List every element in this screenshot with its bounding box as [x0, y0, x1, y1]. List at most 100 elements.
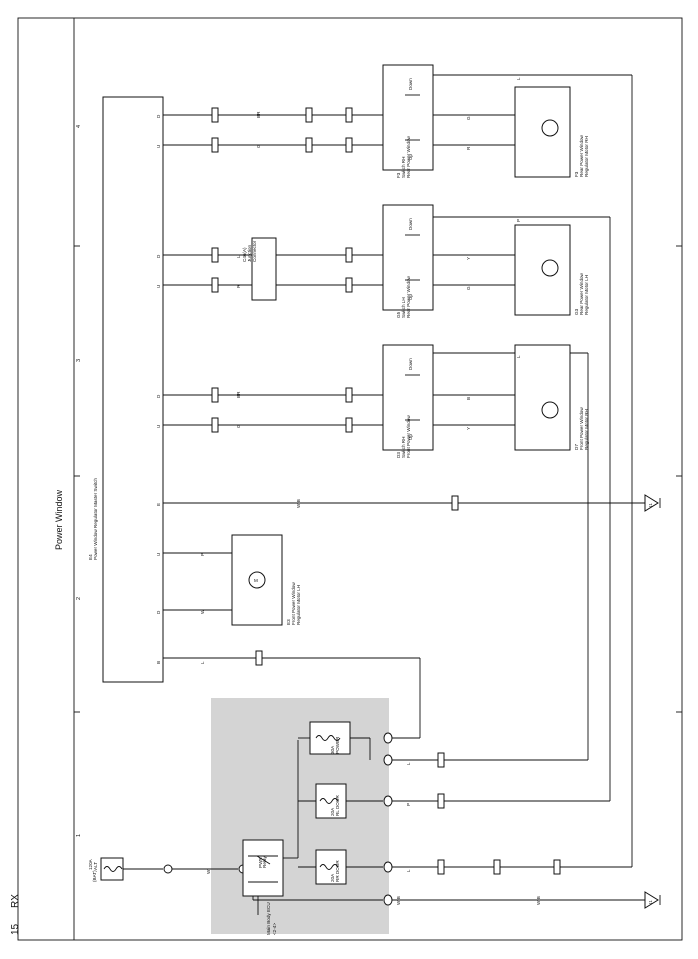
- svg-text:L: L: [406, 869, 411, 872]
- relay-block: [211, 698, 389, 934]
- svg-text:Up: Up: [408, 294, 413, 300]
- svg-text:G: G: [236, 424, 241, 428]
- svg-text:U: U: [156, 145, 161, 148]
- svg-text:20A: 20A: [330, 807, 335, 816]
- svg-text:B: B: [156, 661, 161, 664]
- svg-text:F3: F3: [396, 172, 401, 178]
- svg-text:L: L: [200, 661, 205, 664]
- svg-text:W-B: W-B: [396, 896, 401, 905]
- relay-sub: Relay: [262, 856, 267, 868]
- svg-text:Rear Power Window: Rear Power Window: [406, 275, 411, 318]
- ground-bottom: [644, 891, 659, 909]
- svg-text:Rear Power Window: Rear Power Window: [406, 135, 411, 178]
- svg-text:Front Power Window: Front Power Window: [579, 407, 584, 450]
- svg-text:L: L: [516, 77, 521, 80]
- svg-text:Up: Up: [408, 434, 413, 440]
- svg-text:Switch RH: Switch RH: [401, 157, 406, 178]
- front-motor-rh: [514, 344, 571, 451]
- svg-text:P: P: [200, 553, 205, 556]
- page-number: 15: [10, 923, 21, 935]
- ground-top: [644, 494, 659, 512]
- svg-text:D3: D3: [396, 452, 401, 458]
- svg-text:G5: G5: [396, 311, 401, 318]
- svg-text:C46(A): C46(A): [242, 247, 247, 262]
- svg-text:E3: E3: [286, 619, 291, 625]
- svg-text:D: D: [156, 610, 161, 614]
- svg-text:Down: Down: [408, 78, 413, 90]
- svg-text:Switch RH: Switch RH: [401, 437, 406, 458]
- pwr-relay: [242, 839, 284, 897]
- svg-text:I1: I1: [648, 900, 653, 904]
- svg-text:Down: Down: [408, 358, 413, 370]
- svg-text:G: G: [466, 286, 471, 290]
- svg-text:B: B: [466, 397, 471, 400]
- fuse-power: [309, 721, 351, 755]
- svg-text:Y: Y: [466, 427, 471, 430]
- master-switch-code: E4: [88, 554, 93, 560]
- svg-text:D: D: [156, 114, 161, 118]
- fuse-connector-1: [163, 864, 173, 874]
- svg-text:Regulator Motor RH: Regulator Motor RH: [584, 409, 589, 450]
- svg-text:RL DOOR: RL DOOR: [335, 795, 340, 816]
- svg-text:Rear Power Window: Rear Power Window: [579, 272, 584, 315]
- svg-text:E: E: [156, 503, 161, 506]
- svg-text:Connector: Connector: [252, 240, 257, 262]
- front-switch-rh: [382, 344, 434, 451]
- column-2: 2: [76, 597, 82, 600]
- svg-text:F3: F3: [574, 171, 579, 177]
- svg-text:G: G: [256, 144, 261, 148]
- ecu-label: Main Body ECU: [266, 902, 271, 935]
- svg-text:L: L: [516, 355, 521, 358]
- svg-text:RR DOOR: RR DOOR: [335, 860, 340, 882]
- svg-text:U: U: [156, 425, 161, 428]
- column-4: 4: [76, 125, 82, 128]
- svg-text:20A: 20A: [330, 873, 335, 882]
- svg-text:Front Power Window: Front Power Window: [406, 415, 411, 458]
- junction-connector: [251, 237, 277, 301]
- svg-text:U: U: [156, 285, 161, 288]
- column-1: 1: [76, 834, 82, 837]
- svg-text:P: P: [516, 219, 521, 222]
- svg-text:30A: 30A: [330, 745, 335, 754]
- alt-name: ALT: [93, 862, 98, 870]
- svg-text:Junction: Junction: [247, 244, 252, 262]
- svg-text:G: G: [466, 116, 471, 120]
- svg-text:U: U: [156, 553, 161, 556]
- svg-text:Y: Y: [466, 257, 471, 260]
- svg-text:W-B: W-B: [296, 499, 301, 508]
- rear-switch-rh: [382, 64, 434, 171]
- svg-text:R: R: [236, 284, 241, 288]
- rear-switch-lh: [382, 204, 434, 311]
- svg-text:W-B: W-B: [536, 896, 541, 905]
- svg-text:W: W: [206, 869, 211, 874]
- svg-text:Switch LH: Switch LH: [401, 297, 406, 318]
- svg-text:D: D: [156, 394, 161, 398]
- ecu-ref: <2-4>: [272, 923, 277, 935]
- svg-text:D7: D7: [574, 444, 579, 450]
- svg-text:Regulator Motor RH: Regulator Motor RH: [584, 136, 589, 177]
- svg-text:R: R: [466, 146, 471, 150]
- svg-text:P: P: [406, 803, 411, 806]
- master-switch-name: Power Window Regulator Master Switch: [93, 478, 98, 560]
- model-code: RX: [10, 894, 21, 908]
- svg-text:D: D: [156, 254, 161, 258]
- relay-name: PWR: [258, 857, 263, 868]
- svg-text:Rear Power Window: Rear Power Window: [579, 134, 584, 177]
- svg-text:G3: G3: [574, 308, 579, 315]
- page-title: Power Window: [54, 489, 64, 550]
- svg-text:BR: BR: [236, 391, 241, 398]
- svg-text:W: W: [200, 609, 205, 614]
- svg-text:Down: Down: [408, 218, 413, 230]
- svg-text:POWER: POWER: [335, 736, 340, 754]
- svg-text:M: M: [254, 578, 258, 583]
- alt-rating: 120A: [88, 858, 93, 870]
- master-switch: [102, 96, 164, 683]
- battery-label: (BAT): [92, 870, 97, 882]
- svg-text:I1: I1: [648, 503, 653, 507]
- column-3: 3: [76, 359, 82, 362]
- svg-text:Regulator Motor LH: Regulator Motor LH: [296, 585, 301, 625]
- svg-text:Regulator Motor LH: Regulator Motor LH: [584, 275, 589, 315]
- svg-text:L: L: [406, 762, 411, 765]
- page-frame: [17, 17, 683, 941]
